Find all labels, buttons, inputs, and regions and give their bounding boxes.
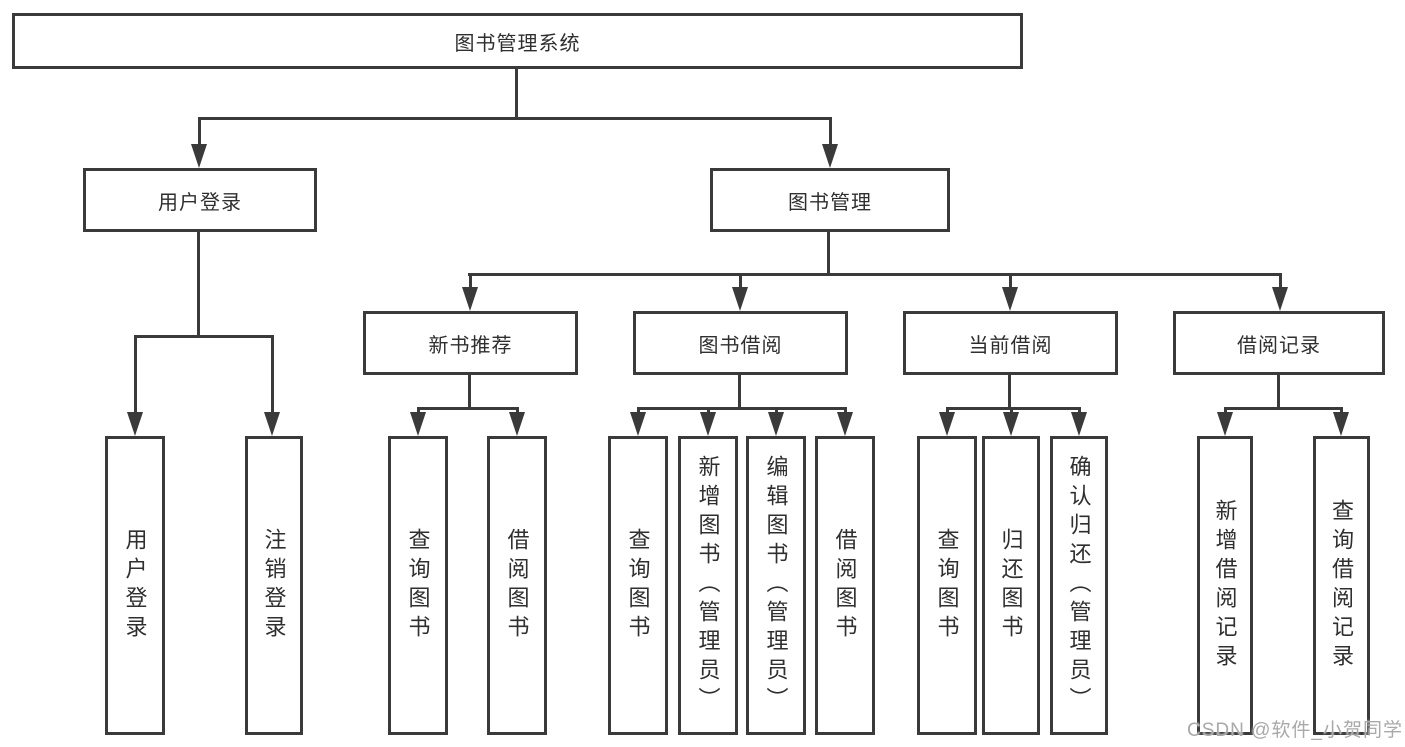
- connector-bookmgmt-branch: [468, 273, 1281, 276]
- connector-userlogin-stub: [197, 232, 200, 335]
- connector-bookborrow-branch: [637, 407, 846, 410]
- leaf-edit-books-admin: 编辑图书（管理员）: [746, 436, 806, 735]
- arrow-to-br-query: [1333, 407, 1349, 436]
- connector-borrowrecords-branch: [1224, 407, 1342, 410]
- leaf-add-books-admin: 新增图书（管理员）: [678, 436, 738, 735]
- arrow-to-br-add: [1217, 407, 1233, 436]
- leaf-query-borrow-record: 查询借阅记录: [1313, 436, 1370, 735]
- arrow-to-bb-add: [700, 407, 716, 436]
- leaf-user-login: 用户登录: [105, 436, 165, 735]
- leaf-query-books-recommend: 查询图书: [388, 436, 448, 735]
- arrow-to-leaf-logout: [264, 335, 280, 436]
- leaf-query-books-current: 查询图书: [917, 436, 977, 735]
- leaf-borrow-books: 借阅图书: [815, 436, 875, 735]
- arrow-to-nb-borrow: [509, 407, 525, 436]
- arrow-to-current-borrow: [1002, 273, 1018, 311]
- connector-newbookrec-stub: [468, 375, 471, 407]
- arrow-to-book-management: [822, 117, 838, 168]
- arrow-to-new-book-recommend: [462, 273, 478, 311]
- leaf-add-borrow-record: 新增借阅记录: [1197, 436, 1253, 735]
- node-user-login: 用户登录: [83, 168, 317, 232]
- node-library-system: 图书管理系统: [12, 13, 1023, 69]
- leaf-query-books-borrow: 查询图书: [608, 436, 668, 735]
- arrow-to-bb-query: [630, 407, 646, 436]
- node-book-management: 图书管理: [710, 168, 950, 232]
- connector-newbookrec-branch: [417, 407, 518, 410]
- arrow-to-cb-return: [1003, 407, 1019, 436]
- arrow-to-cb-confirm: [1071, 407, 1087, 436]
- arrow-to-leaf-user-login: [127, 335, 143, 436]
- leaf-logout: 注销登录: [245, 436, 303, 735]
- connector-root-stub: [515, 69, 518, 117]
- connector-bookmgmt-stub: [827, 232, 830, 273]
- arrow-to-bb-edit: [768, 407, 784, 436]
- connector-root-branch: [198, 117, 831, 120]
- node-current-borrow: 当前借阅: [903, 311, 1118, 375]
- arrow-to-user-login: [191, 117, 207, 168]
- arrow-to-nb-query: [410, 407, 426, 436]
- leaf-confirm-return-admin: 确认归还（管理员）: [1050, 436, 1108, 735]
- node-book-borrow: 图书借阅: [633, 311, 848, 375]
- arrow-to-cb-query: [939, 407, 955, 436]
- arrow-to-book-borrow: [732, 273, 748, 311]
- connector-currentborrow-stub: [1008, 375, 1011, 407]
- arrow-to-bb-borrow: [837, 407, 853, 436]
- node-new-book-recommend: 新书推荐: [363, 311, 578, 375]
- arrow-to-borrow-records: [1272, 273, 1288, 311]
- leaf-borrow-books-recommend: 借阅图书: [487, 436, 547, 735]
- leaf-return-books: 归还图书: [982, 436, 1040, 735]
- node-borrow-records: 借阅记录: [1173, 311, 1385, 375]
- connector-userlogin-branch: [134, 335, 273, 338]
- connector-bookborrow-stub: [738, 375, 741, 407]
- connector-currentborrow-branch: [946, 407, 1080, 410]
- watermark-text: CSDN @软件_小贺同学: [1187, 720, 1403, 741]
- connector-borrowrecords-stub: [1277, 375, 1280, 407]
